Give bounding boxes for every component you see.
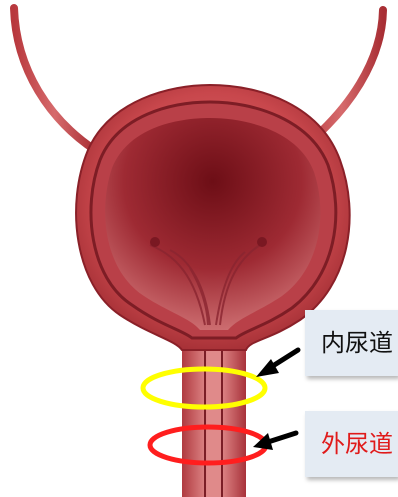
external-urethral-sphincter-label: 外尿道: [305, 411, 398, 477]
internal-urethral-sphincter-label: 内尿道: [305, 310, 398, 376]
arrow-to-internal-ring: [256, 350, 298, 377]
left-ureter: [14, 8, 95, 150]
urethra-tube: [182, 330, 246, 497]
